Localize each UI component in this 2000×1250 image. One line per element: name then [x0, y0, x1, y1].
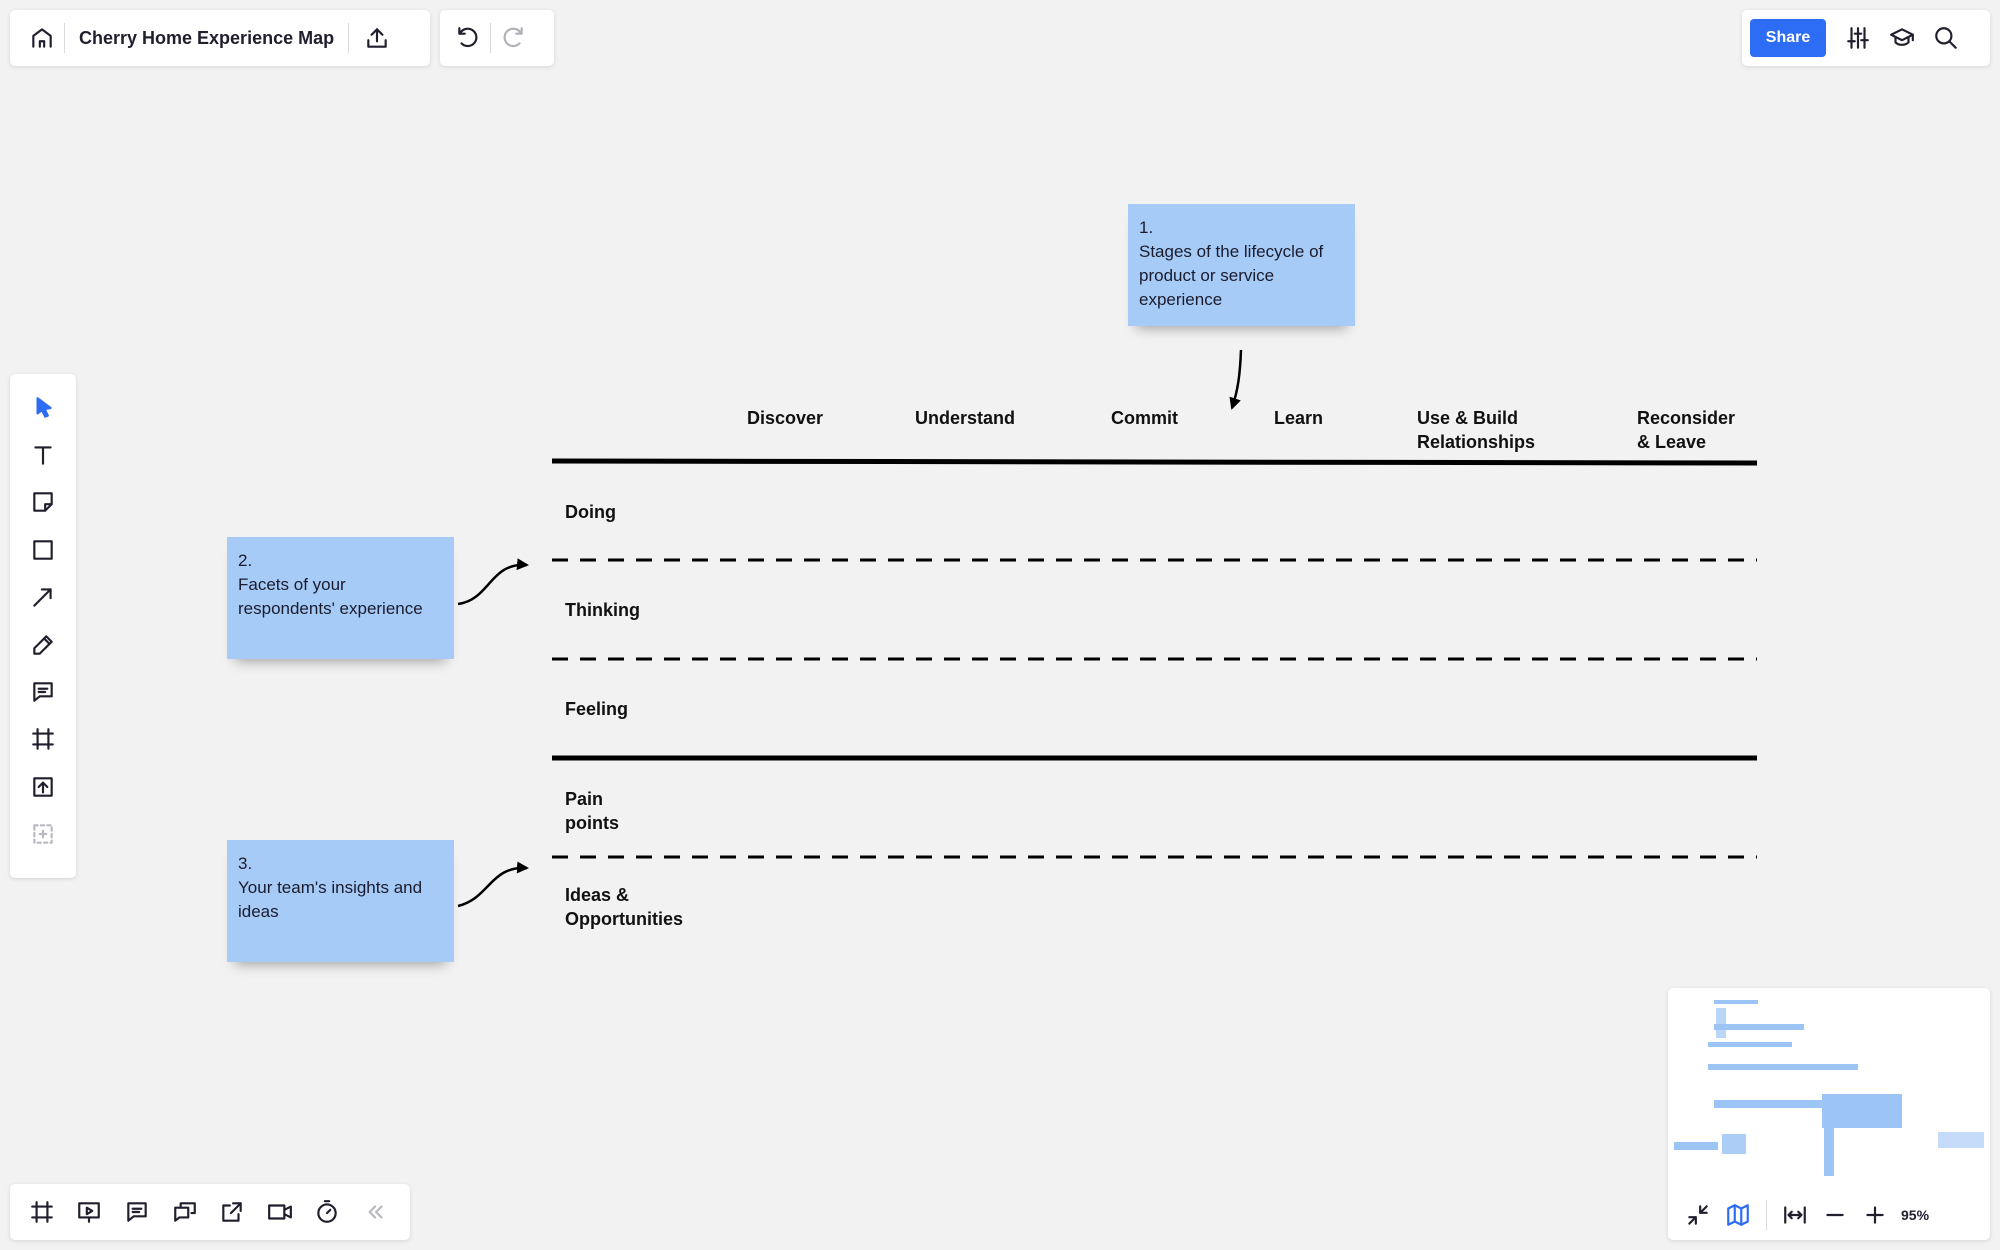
comments-button[interactable] [113, 1190, 161, 1234]
chat-icon [173, 1202, 196, 1222]
zoom-out-button[interactable] [1815, 1193, 1855, 1237]
plus-icon [33, 824, 53, 844]
sticky-note-insights[interactable]: 3. Your team's insights and ideas [227, 840, 454, 962]
home-button[interactable] [20, 16, 64, 60]
pen-icon [33, 634, 53, 655]
sticky-note-stages[interactable]: 1. Stages of the lifecycle of product or… [1128, 204, 1355, 326]
board-title[interactable]: Cherry Home Experience Map [79, 27, 335, 48]
share-button[interactable]: Share [1750, 19, 1826, 57]
shape-tool[interactable] [19, 526, 67, 573]
minimap-panel: 95% [1668, 988, 1990, 1240]
history-controls [440, 10, 554, 66]
frames-button[interactable] [18, 1190, 66, 1234]
fit-width-button[interactable] [1775, 1193, 1815, 1237]
upload-tool[interactable] [19, 763, 67, 810]
comment-icon [33, 682, 53, 702]
comment-tool[interactable] [19, 668, 67, 715]
zoom-controls: 95% [1668, 1190, 1990, 1240]
graduation-cap-icon [1890, 28, 1914, 46]
cursor-icon [36, 396, 52, 418]
double-chevron-left-icon [368, 1205, 383, 1219]
frame-tool[interactable] [19, 716, 67, 763]
square-icon [33, 540, 53, 560]
undo-icon [458, 27, 478, 48]
arrow-2 [457, 558, 529, 606]
stage-understand[interactable]: Understand [915, 408, 1016, 428]
home-icon [32, 28, 52, 48]
video-camera-icon [267, 1204, 292, 1220]
arrow-icon [33, 588, 52, 607]
settings-button[interactable] [1836, 16, 1880, 60]
timer-icon [317, 1200, 338, 1223]
presentation-icon [78, 1202, 101, 1223]
chat-button[interactable] [161, 1190, 209, 1234]
comment-icon [127, 1202, 147, 1222]
fit-screen-button[interactable] [1678, 1193, 1718, 1237]
separator [64, 23, 65, 53]
stage-use-build[interactable]: Use & Build Relationships [1417, 408, 1536, 452]
export-button[interactable] [355, 16, 399, 60]
collapse-toolbar-button[interactable] [351, 1190, 399, 1234]
plus-icon [1866, 1206, 1884, 1224]
redo-icon [503, 27, 523, 48]
creation-toolbar [10, 374, 76, 878]
undo-button[interactable] [446, 16, 490, 60]
select-tool[interactable] [19, 384, 67, 431]
text-tool[interactable] [19, 431, 67, 478]
zoom-in-button[interactable] [1855, 1193, 1895, 1237]
arrow-tool[interactable] [19, 574, 67, 621]
row-thinking[interactable]: Thinking [565, 600, 640, 620]
upload-box-icon [33, 777, 53, 797]
learning-button[interactable] [1880, 16, 1924, 60]
redo-button[interactable] [491, 16, 535, 60]
search-button[interactable] [1924, 16, 1968, 60]
stage-learn[interactable]: Learn [1274, 408, 1324, 428]
frame-icon [30, 1201, 53, 1223]
row-feeling[interactable]: Feeling [565, 699, 629, 719]
arrow-1 [1229, 349, 1243, 410]
search-icon [1935, 27, 1957, 49]
minus-icon [1826, 1213, 1844, 1217]
separator [490, 23, 491, 53]
frame-icon [32, 728, 54, 751]
sticky-note-tool[interactable] [19, 479, 67, 526]
share-screen-button[interactable] [208, 1190, 256, 1234]
zoom-level[interactable]: 95% [1901, 1207, 1930, 1223]
header-divider-line [551, 458, 1758, 466]
map-icon [1727, 1204, 1749, 1226]
minimap-toggle-button[interactable] [1718, 1193, 1758, 1237]
stage-commit[interactable]: Commit [1111, 408, 1178, 428]
stage-discover[interactable]: Discover [747, 408, 824, 428]
row-ideas[interactable]: Ideas & Opportunities [565, 885, 683, 929]
board-actions: Share [1742, 10, 1990, 66]
present-button[interactable] [66, 1190, 114, 1234]
timer-button[interactable] [304, 1190, 352, 1234]
video-button[interactable] [256, 1190, 304, 1234]
sticky-note-facets[interactable]: 2. Facets of your respondents' experienc… [227, 537, 454, 659]
row-doing[interactable]: Doing [565, 502, 616, 522]
sliders-icon [1847, 27, 1869, 49]
sticky-note-icon [33, 492, 53, 513]
board-header: Cherry Home Experience Map [10, 10, 430, 66]
stage-reconsider[interactable]: Reconsider & Leave [1637, 408, 1736, 452]
upload-icon [367, 28, 387, 48]
text-icon [34, 446, 52, 465]
row-pain-points[interactable]: Pain points [565, 789, 619, 833]
screen-share-icon [222, 1202, 242, 1222]
minimap-preview[interactable] [1674, 994, 1984, 1190]
fit-width-icon [1784, 1206, 1806, 1224]
arrow-3 [457, 861, 529, 908]
more-apps-button[interactable] [19, 811, 67, 858]
separator [1766, 1200, 1767, 1230]
collapse-arrows-icon [1688, 1205, 1708, 1225]
separator [348, 23, 350, 53]
collaboration-toolbar [10, 1184, 410, 1240]
pen-tool[interactable] [19, 621, 67, 668]
